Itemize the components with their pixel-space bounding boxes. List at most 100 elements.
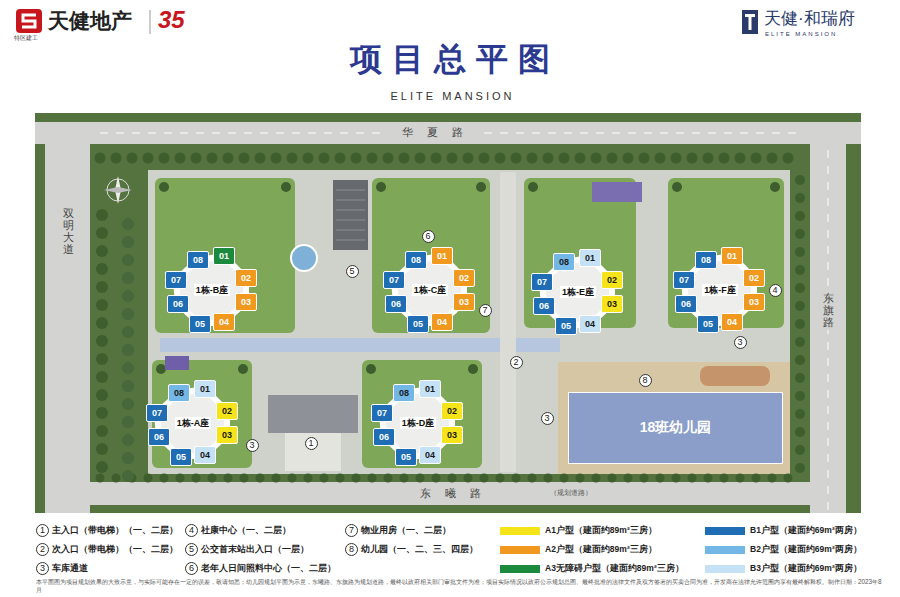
- building-name: 18班幼儿园: [640, 419, 712, 437]
- unit-number: 08: [559, 257, 569, 267]
- tree: [96, 443, 108, 455]
- entrance-plaza: [285, 433, 341, 471]
- tower-name: 1栋-E座: [560, 286, 596, 298]
- legend-text: B2户型（建面约69m²两房）: [750, 543, 862, 556]
- tree: [96, 227, 108, 239]
- tower-name: 1栋-B座: [194, 284, 231, 296]
- tree: [576, 474, 585, 483]
- apartment-unit: 05: [555, 317, 577, 335]
- tree: [431, 153, 442, 164]
- legend-text: 主入口（带电梯）（一、二层）: [52, 524, 178, 537]
- brand-subname: 特区建工: [14, 35, 38, 42]
- tree: [367, 153, 378, 164]
- tree: [795, 211, 805, 221]
- unit-number: 07: [152, 408, 162, 418]
- road-note: （规划道路）: [548, 489, 594, 497]
- tree: [624, 474, 633, 483]
- unit-number: 05: [561, 321, 571, 331]
- tree: [768, 474, 777, 483]
- site-paving: [148, 170, 790, 474]
- tree: [795, 247, 805, 257]
- tree: [239, 153, 250, 164]
- tree: [122, 236, 134, 248]
- project-logo-en: ELITE MANSION: [765, 31, 837, 38]
- tree: [159, 153, 170, 164]
- tree: [527, 153, 538, 164]
- tree: [463, 153, 474, 164]
- legend-text: 车库通道: [52, 562, 88, 575]
- tree: [655, 153, 666, 164]
- unit-number: 02: [222, 406, 232, 416]
- callout-number: 3: [246, 439, 259, 452]
- tree: [122, 398, 134, 410]
- tree: [795, 193, 805, 203]
- tower-name: 1栋-D座: [400, 417, 437, 429]
- legend-text: 幼儿园（一、二、三、四层）: [361, 543, 478, 556]
- road-name: 东旗路: [822, 290, 835, 330]
- unit-number: 06: [681, 299, 691, 309]
- legend-swatch: [705, 546, 745, 554]
- apartment-unit: 03: [235, 293, 257, 311]
- apartment-unit: 04: [721, 313, 743, 331]
- tree: [376, 182, 386, 192]
- tree: [96, 371, 108, 383]
- tree: [767, 153, 778, 164]
- playground: [700, 366, 770, 386]
- legend-text: 公交首末站出入口（一层）: [201, 543, 309, 556]
- tree: [432, 474, 441, 483]
- apartment-unit: 01: [721, 247, 743, 265]
- tree: [160, 474, 169, 483]
- apartment-unit: 08: [393, 384, 415, 402]
- legend-number: 2: [36, 543, 49, 556]
- apartment-unit: 04: [419, 446, 441, 464]
- legend-text: 社康中心（一、二层）: [201, 524, 291, 537]
- tree: [528, 474, 537, 483]
- tree: [751, 153, 762, 164]
- tree: [448, 474, 457, 483]
- tree: [592, 474, 601, 483]
- residential-tower: 1栋-E座0801070206030504: [528, 245, 628, 339]
- road-name: 华夏路: [386, 126, 479, 138]
- unit-number: 07: [377, 408, 387, 418]
- tree: [672, 182, 682, 192]
- legend-item: B1户型（建面约69m²两房）: [705, 524, 862, 537]
- legend-item: 次入口（带电梯）（一、二层）: [52, 543, 178, 556]
- kindergarten-yard: [558, 362, 790, 474]
- tree: [795, 229, 805, 239]
- ramp-stripe: [336, 210, 365, 211]
- garage-ramp: [333, 180, 368, 250]
- callout-number: 3: [734, 336, 747, 349]
- tree: [496, 474, 505, 483]
- tree: [476, 182, 486, 192]
- tree: [122, 416, 134, 428]
- tree: [224, 474, 233, 483]
- tree: [281, 182, 291, 192]
- tree: [559, 153, 570, 164]
- tree: [511, 153, 522, 164]
- ramp-stripe: [336, 230, 365, 231]
- apartment-unit: 07: [673, 271, 695, 289]
- tree: [512, 474, 521, 483]
- callout-number: 4: [769, 284, 782, 297]
- tree: [256, 474, 265, 483]
- tree: [143, 153, 154, 164]
- unit-number: 02: [459, 273, 469, 283]
- apartment-unit: 04: [579, 315, 601, 333]
- tree: [399, 153, 410, 164]
- lawn: [372, 178, 490, 333]
- apartment-unit: 06: [675, 295, 697, 313]
- tree: [383, 153, 394, 164]
- legend-text: B3户型（建面约69m²两房）: [750, 562, 862, 575]
- unit-number: 02: [241, 273, 251, 283]
- tree: [495, 153, 506, 164]
- tree: [176, 474, 185, 483]
- divider: [150, 10, 151, 34]
- tree: [672, 474, 681, 483]
- tree: [795, 355, 805, 365]
- apartment-unit: 06: [148, 428, 170, 446]
- apartment-unit: 07: [531, 273, 553, 291]
- tree: [208, 474, 217, 483]
- road: [45, 144, 90, 513]
- tree: [238, 364, 248, 374]
- unit-number: 08: [174, 388, 184, 398]
